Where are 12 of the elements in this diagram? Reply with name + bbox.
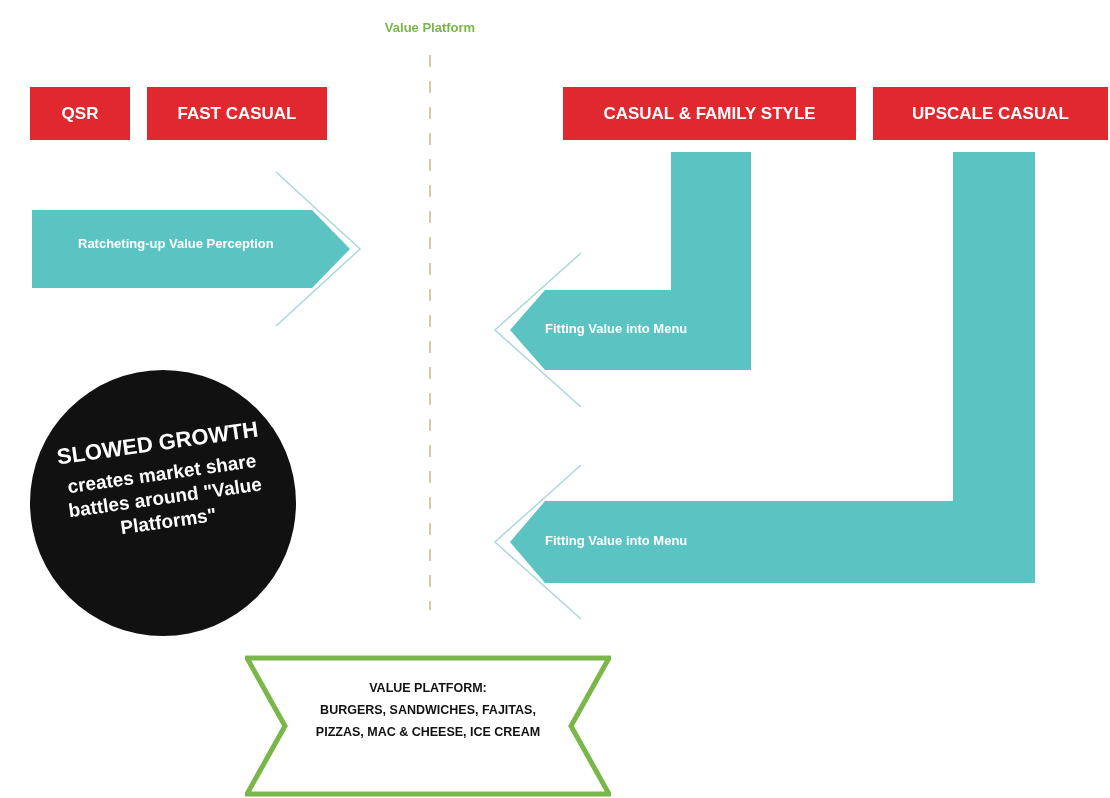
category-tag: FAST CASUAL (147, 87, 327, 140)
banner-text: BURGERS, SANDWICHES, FAJITAS, PIZZAS, MAC & CHEESE, ICE CREAM (315, 702, 541, 741)
arrow-label: Ratcheting-up Value Perception (78, 236, 274, 251)
divider-label: Value Platform (383, 20, 477, 35)
ribbon-banner (245, 655, 611, 797)
category-tag: CASUAL & FAMILY STYLE (563, 87, 856, 140)
banner-heading: VALUE PLATFORM: (368, 680, 488, 697)
arrow-shape (30, 170, 364, 328)
arrow-label: Fitting Value into Menu (545, 533, 688, 548)
category-tag: UPSCALE CASUAL (873, 87, 1108, 140)
arrow-label: Fitting Value into Menu (545, 321, 688, 336)
category-tag: QSR (30, 87, 130, 140)
